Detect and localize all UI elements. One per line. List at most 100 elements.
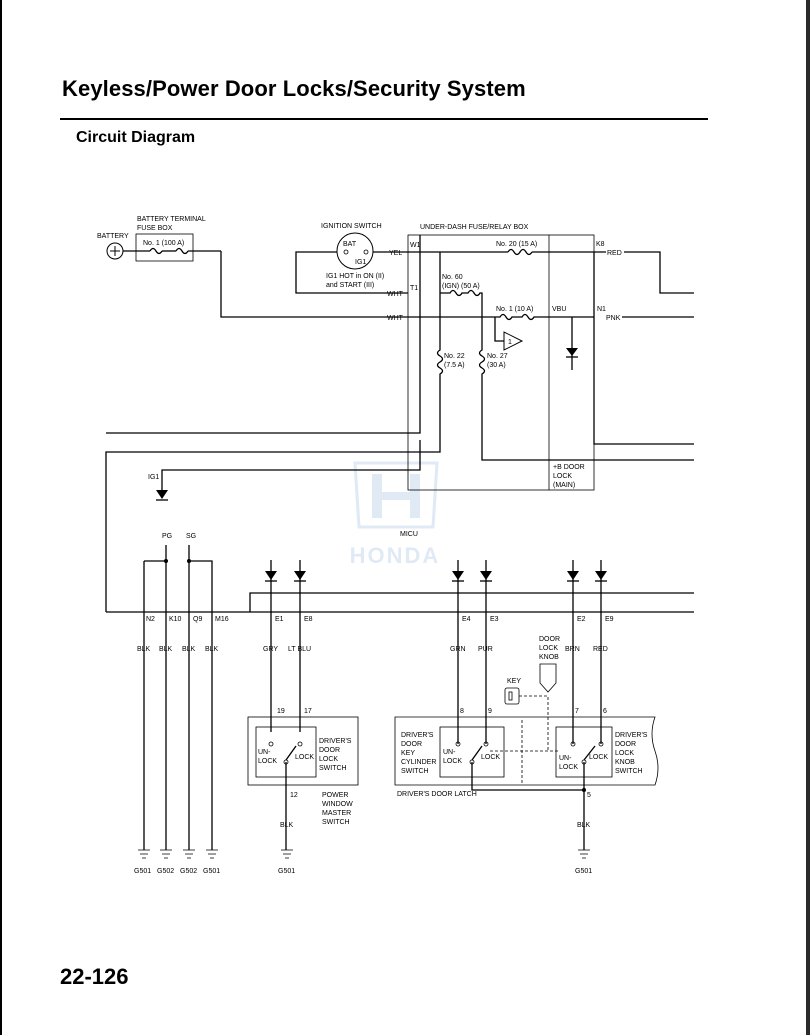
- sw1-lock-a: LOCK: [258, 758, 277, 765]
- svg-text:SWITCH: SWITCH: [615, 768, 643, 775]
- terminal-e9: E9: [605, 616, 614, 623]
- terminal-k8: K8: [596, 241, 605, 248]
- lock-knob-switch-label: DRIVER'S DOOR LOCK KNOB SWITCH: [615, 732, 648, 775]
- svg-text:WINDOW: WINDOW: [322, 801, 353, 808]
- pin-9: 9: [488, 708, 492, 715]
- svg-text:POWER: POWER: [322, 792, 348, 799]
- wire-blk-4: BLK: [205, 646, 219, 653]
- ground-g502-a: G502: [157, 868, 174, 875]
- svg-text:CYLINDER: CYLINDER: [401, 759, 436, 766]
- svg-text:DRIVER'S: DRIVER'S: [319, 738, 352, 745]
- pin-5: 5: [587, 792, 591, 799]
- terminal-n2: N2: [146, 616, 155, 623]
- wire-pnk-label: PNK: [606, 315, 621, 322]
- svg-text:KNOB: KNOB: [615, 759, 635, 766]
- fuse-no60-rating: (IGN) (50 A): [442, 283, 480, 290]
- svg-text:MASTER: MASTER: [322, 810, 351, 817]
- right-border: [806, 0, 810, 1035]
- terminal-e4: E4: [462, 616, 471, 623]
- wire-blk-1: BLK: [137, 646, 151, 653]
- page-number: 22-126: [60, 964, 129, 989]
- ground-g501-a: G501: [134, 868, 151, 875]
- wire-yel-label: YEL: [389, 250, 402, 257]
- sw2-un: UN-: [443, 749, 456, 756]
- wire-grn: GRN: [450, 646, 466, 653]
- terminal-ig1: IG1: [148, 474, 159, 481]
- terminal-e8: E8: [304, 616, 313, 623]
- honda-watermark: HONDA: [350, 461, 441, 568]
- svg-text:DRIVER'S: DRIVER'S: [401, 732, 434, 739]
- watermark-text: HONDA: [350, 543, 441, 568]
- battery-label: BATTERY: [97, 233, 129, 240]
- ground-symbols: [138, 849, 590, 859]
- battery-fuse-box-title-2: FUSE BOX: [137, 225, 173, 232]
- svg-text:DOOR: DOOR: [319, 747, 340, 754]
- svg-text:LOCK: LOCK: [319, 756, 338, 763]
- wire-pur: PUR: [478, 646, 493, 653]
- door-lock-knob-icon: [539, 663, 557, 693]
- relay-number: 1: [508, 339, 512, 346]
- terminal-k10: K10: [169, 616, 182, 623]
- svg-text:LOCK: LOCK: [615, 750, 634, 757]
- sw3-un: UN-: [559, 755, 572, 762]
- ground-g501-d: G501: [575, 868, 592, 875]
- key-label: KEY: [507, 678, 521, 685]
- battery-fuse-box: [135, 233, 194, 262]
- ground-g501-b: G501: [203, 868, 220, 875]
- power-window-master-switch-label: POWER WINDOW MASTER SWITCH: [322, 792, 353, 826]
- battery: BATTERY: [97, 233, 129, 260]
- b-door-lock-label-2: LOCK: [553, 473, 572, 480]
- terminal-e3: E3: [490, 616, 499, 623]
- ignition-switch-label: IGNITION SWITCH: [321, 223, 382, 230]
- terminal-sg: SG: [186, 533, 196, 540]
- ignition-bat-label: BAT: [343, 241, 357, 248]
- wire-blk-5: BLK: [280, 822, 294, 829]
- wire-blk-2: BLK: [159, 646, 173, 653]
- terminal-q9: Q9: [193, 616, 202, 623]
- svg-text:KEY: KEY: [401, 750, 415, 757]
- terminal-w1: W1: [410, 242, 421, 249]
- ignition-note-2: and START (III): [326, 282, 374, 289]
- ignition-switch: BAT IG1: [336, 232, 374, 270]
- title-rule: [60, 118, 708, 120]
- key-cylinder-switch-label: DRIVER'S DOOR KEY CYLINDER SWITCH: [401, 732, 436, 775]
- terminal-n1: N1: [597, 306, 606, 313]
- wire-ltblu: LT BLU: [288, 646, 311, 653]
- door-lock-knob-label-2: LOCK: [539, 645, 558, 652]
- pin-19: 19: [277, 708, 285, 715]
- fuse-no22-rating: (7.5 A): [444, 362, 465, 369]
- fuse-no20: No. 20 (15 A): [496, 241, 537, 248]
- sw1-un: UN-: [258, 749, 271, 756]
- wire-blk-6: BLK: [577, 822, 591, 829]
- svg-text:DOOR: DOOR: [401, 741, 422, 748]
- fuse-no60: No. 60: [442, 274, 463, 281]
- ignition-note-1: IG1 HOT in ON (II): [326, 273, 384, 280]
- drivers-door-latch: [394, 716, 659, 786]
- drivers-door-latch-label: DRIVER'S DOOR LATCH: [397, 791, 477, 798]
- wire-wht-label: WHT: [387, 291, 404, 298]
- fuse-no22: No. 22: [444, 353, 465, 360]
- svg-text:SWITCH: SWITCH: [401, 768, 429, 775]
- wire-red-label: RED: [607, 250, 622, 257]
- svg-text:DRIVER'S: DRIVER'S: [615, 732, 648, 739]
- svg-text:SWITCH: SWITCH: [319, 765, 347, 772]
- fuse-no27-rating: (30 A): [487, 362, 506, 369]
- sw2-lock-a: LOCK: [443, 758, 462, 765]
- fuse-no27: No. 27: [487, 353, 508, 360]
- power-window-master-switch: [247, 716, 359, 786]
- wire-brn: BRN: [565, 646, 580, 653]
- relay-symbol: [503, 331, 524, 351]
- terminal-m16: M16: [215, 616, 229, 623]
- pin-17: 17: [304, 708, 312, 715]
- left-border: [0, 0, 2, 1035]
- wire-red-e9: RED: [593, 646, 608, 653]
- pin-8: 8: [460, 708, 464, 715]
- fuse-no1-10a: No. 1 (10 A): [496, 306, 533, 313]
- page-title: Keyless/Power Door Locks/Security System: [62, 76, 526, 101]
- terminal-e1: E1: [275, 616, 284, 623]
- sw1-lock-b: LOCK: [295, 754, 314, 761]
- wire-wht-label-2: WHT: [387, 315, 404, 322]
- door-lock-knob-label-3: KNOB: [539, 654, 559, 661]
- pin-7: 7: [575, 708, 579, 715]
